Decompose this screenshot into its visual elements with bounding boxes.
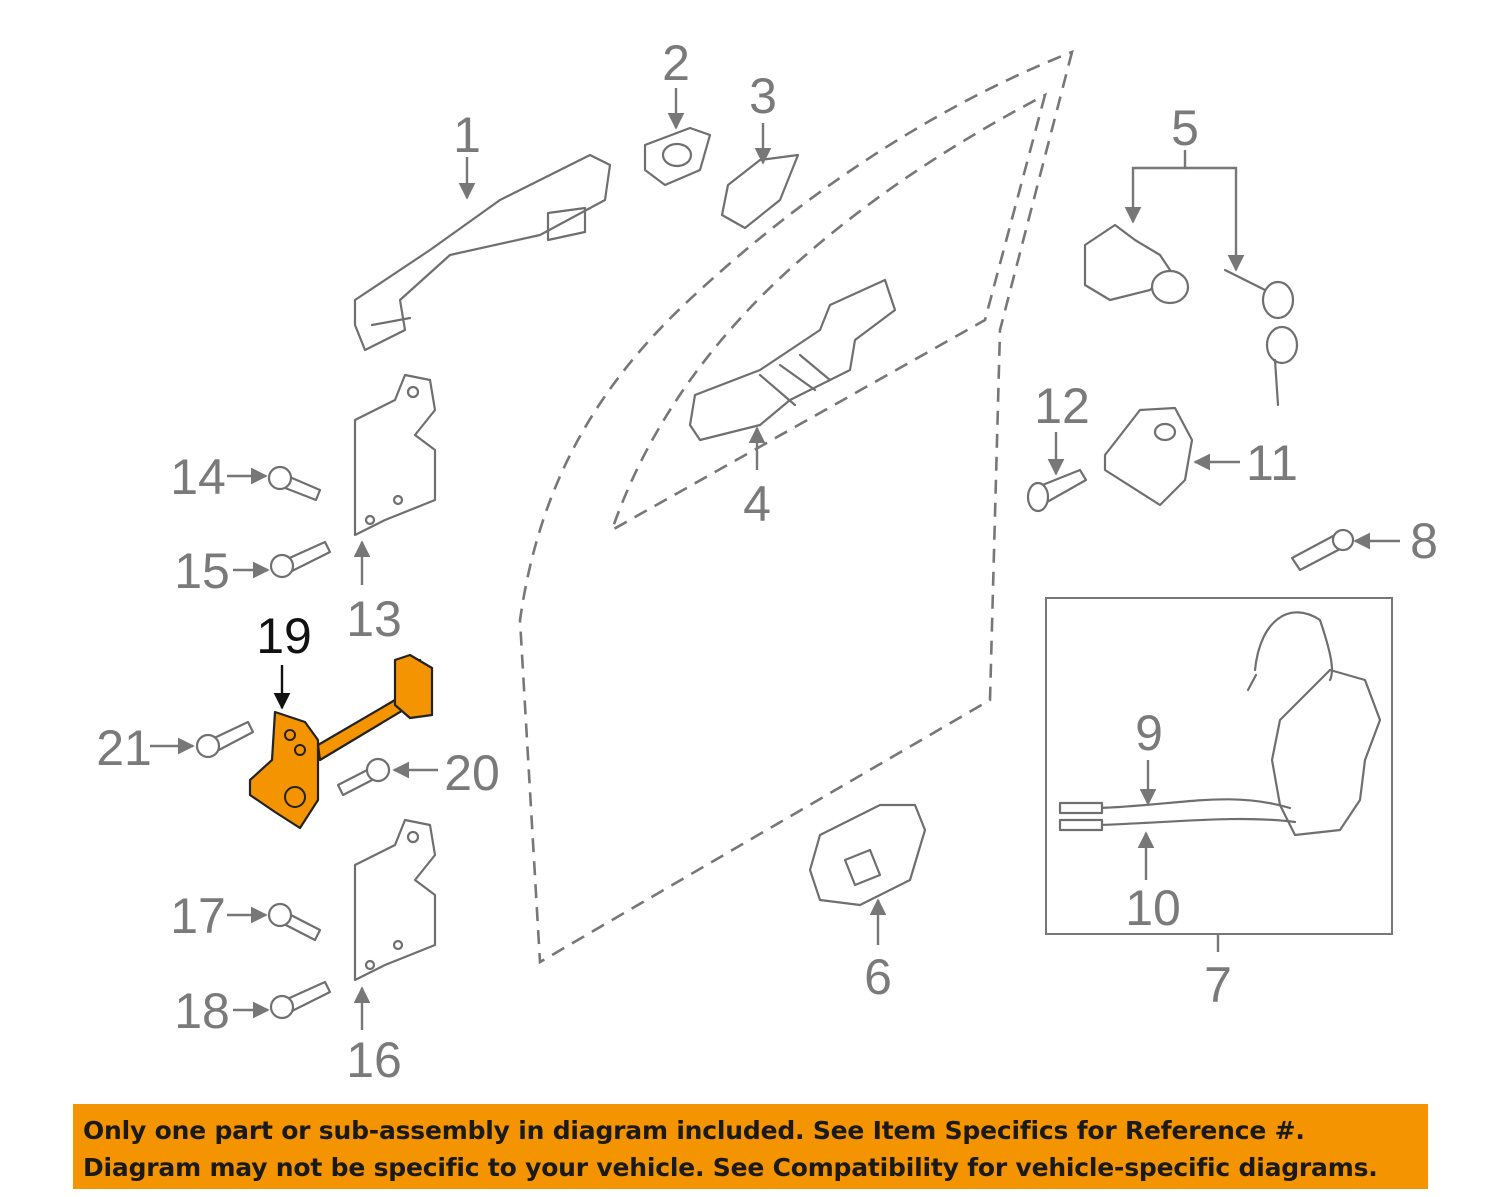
bolt-15-part — [269, 540, 332, 579]
door-outline — [518, 49, 1074, 965]
callout-9: 9 — [1135, 705, 1163, 761]
outer-handle-part — [353, 153, 612, 352]
screw-12-part — [1026, 468, 1088, 513]
handle-cover-part — [720, 153, 800, 230]
callout-20: 20 — [444, 745, 500, 801]
bolt-21-part — [195, 720, 255, 759]
striker-part — [1103, 406, 1194, 507]
callout-6: 6 — [864, 949, 892, 1005]
handle-cap-part — [643, 126, 712, 187]
upper-hinge-part — [353, 373, 437, 537]
bolt-20-part — [336, 757, 391, 797]
callout-19: 19 — [256, 608, 312, 664]
callout-21: 21 — [96, 720, 152, 776]
bolt-14-part — [267, 465, 322, 502]
callout-16: 16 — [346, 1032, 402, 1088]
callout-10: 10 — [1125, 880, 1181, 936]
door-check-part — [248, 653, 434, 830]
callout-12: 12 — [1034, 378, 1090, 434]
actuator-part — [1246, 611, 1382, 837]
callout-11: 11 — [1246, 435, 1298, 491]
lock-cylinder-part — [1083, 223, 1190, 305]
callout-2: 2 — [662, 35, 690, 91]
callout-13: 13 — [346, 591, 402, 647]
callout-18: 18 — [174, 983, 230, 1039]
handle-frame-part — [688, 278, 897, 442]
disclaimer-line-1: Only one part or sub-assembly in diagram… — [83, 1116, 1305, 1145]
callout-17: 17 — [170, 888, 226, 944]
actuator-cables — [1058, 798, 1297, 832]
lower-hinge-part — [353, 818, 437, 982]
callout-arrows — [150, 88, 1400, 1030]
callout-4: 4 — [743, 476, 771, 532]
callout-1: 1 — [453, 107, 481, 163]
bolt-17-part — [267, 902, 322, 942]
bolt-18-part — [269, 980, 332, 1020]
callout-5: 5 — [1171, 100, 1199, 156]
callout-7: 7 — [1204, 957, 1232, 1013]
callout-15: 15 — [174, 543, 230, 599]
latch-part — [808, 803, 927, 907]
callout-14: 14 — [170, 449, 226, 505]
keys-part — [1223, 268, 1299, 407]
disclaimer-banner: Only one part or sub-assembly in diagram… — [73, 1104, 1428, 1189]
callout-8: 8 — [1410, 513, 1438, 569]
bolt-8-part — [1290, 528, 1355, 572]
disclaimer-line-2: Diagram may not be specific to your vehi… — [83, 1153, 1378, 1182]
callout-3: 3 — [749, 68, 777, 124]
